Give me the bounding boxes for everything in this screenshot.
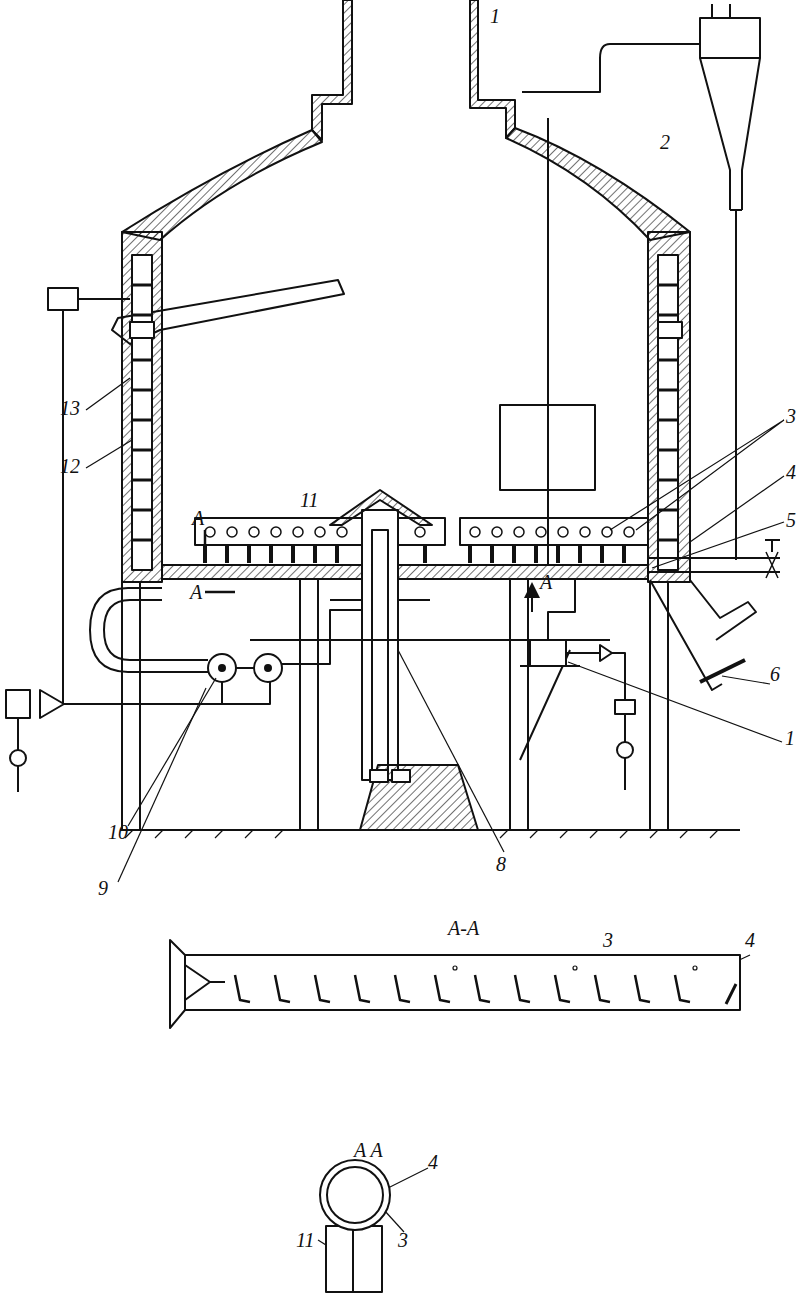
callout-number: A bbox=[192, 508, 204, 528]
callout-number: 3 bbox=[786, 406, 796, 426]
callout-number: A bbox=[540, 572, 552, 592]
callout-number: 3 bbox=[603, 930, 613, 950]
callout-number: 11 bbox=[296, 1230, 315, 1250]
callout-number: 5 bbox=[786, 510, 796, 530]
callout-number: A A bbox=[354, 1140, 383, 1160]
callout-number: 1 bbox=[785, 728, 795, 748]
callout-number: 4 bbox=[428, 1152, 438, 1172]
callout-number: 3 bbox=[398, 1230, 408, 1250]
callout-number: A bbox=[190, 582, 202, 602]
callout-number: 4 bbox=[745, 930, 755, 950]
callout-number: 12 bbox=[60, 456, 80, 476]
callout-number: 1 bbox=[490, 6, 500, 26]
callout-number: 11 bbox=[300, 490, 319, 510]
callout-number: 9 bbox=[98, 878, 108, 898]
callout-number: A-A bbox=[448, 918, 479, 938]
callout-number: 2 bbox=[660, 132, 670, 152]
callout-number: 8 bbox=[496, 854, 506, 874]
callout-number: 13 bbox=[60, 398, 80, 418]
callout-number: 6 bbox=[770, 664, 780, 684]
callout-number: 4 bbox=[786, 462, 796, 482]
callout-number: 10 bbox=[108, 822, 128, 842]
